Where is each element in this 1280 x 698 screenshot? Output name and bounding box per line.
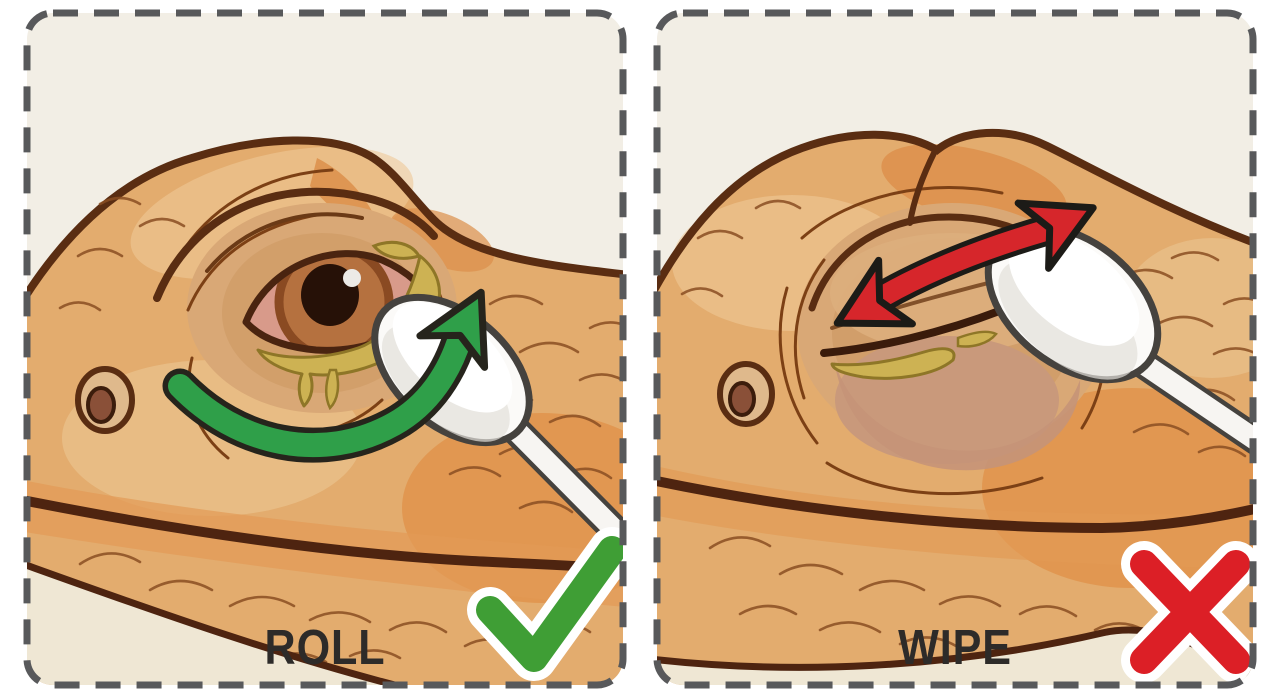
roll-arrow-icon	[162, 288, 489, 463]
roll-illustration	[23, 9, 627, 689]
cotton-swab	[984, 222, 1253, 493]
dashed-panel-border	[653, 9, 1257, 689]
wipe-arrow-icon	[833, 199, 1097, 328]
open-eye	[242, 250, 439, 354]
panel-roll: ROLL	[22, 8, 628, 690]
cross-icon	[1121, 541, 1253, 683]
bearded-dragon-head-closed-eye	[657, 128, 1253, 685]
panel-wipe: WIPE	[652, 8, 1258, 690]
nostril	[75, 366, 135, 434]
eye-discharge	[830, 330, 998, 380]
bearded-dragon-head-open-eye	[27, 136, 623, 685]
nostril	[717, 361, 775, 427]
checkmark-icon	[467, 527, 623, 681]
wipe-illustration	[653, 9, 1257, 689]
dashed-panel-border	[23, 9, 627, 689]
